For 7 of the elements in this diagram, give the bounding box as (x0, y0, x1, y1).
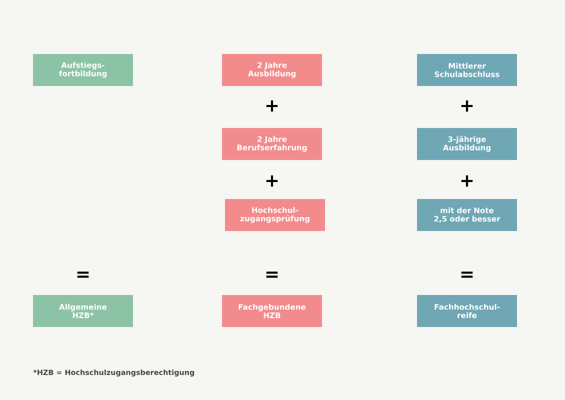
operator-sign: = (77, 272, 89, 278)
operator-sign: + (461, 175, 473, 187)
operator-sign: = (461, 272, 473, 278)
operator-sign: + (266, 175, 278, 187)
operator-sign: + (266, 100, 278, 112)
operator-sign: = (266, 272, 278, 278)
operator-sign: + (461, 100, 473, 112)
